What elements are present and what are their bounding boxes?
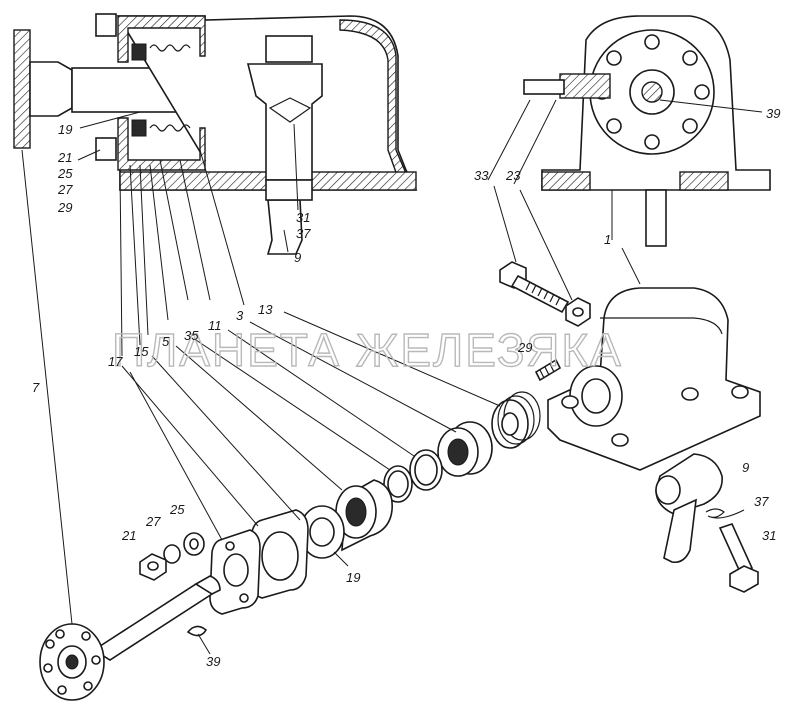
plate-17 [209, 529, 261, 615]
flange-hub [29, 61, 73, 117]
flange-hole-5 [644, 134, 660, 150]
callout-21-top: 21 [57, 150, 72, 165]
lever-neck [265, 179, 313, 201]
callout-31-top: 31 [296, 210, 310, 225]
callout-19-top: 19 [58, 122, 72, 137]
bolt-top [95, 13, 117, 37]
nut-21-bore [147, 561, 159, 571]
callout-9-parts: 9 [742, 460, 749, 475]
callout-35: 35 [184, 328, 199, 343]
spring-bottom [149, 124, 191, 132]
callout-15: 15 [134, 344, 149, 359]
cover-hole-1 [561, 395, 579, 409]
flange-hole-4 [682, 118, 698, 134]
spring-top [149, 44, 191, 52]
end-view-key [641, 81, 663, 103]
housing-wall-bottom [117, 117, 206, 171]
exploded-parts [39, 261, 761, 701]
callout-labels: 19 21 25 27 29 31 37 9 39 33 23 1 13 3 1… [32, 106, 780, 669]
gasket-15 [249, 509, 309, 599]
callout-21-parts: 21 [121, 528, 136, 543]
end-view-base-left [541, 171, 591, 191]
callout-19-parts: 19 [346, 570, 360, 585]
bolt-bottom [95, 137, 117, 161]
washer-25-bore [189, 538, 199, 550]
callout-37-top: 37 [296, 226, 311, 241]
callout-25-top: 25 [57, 166, 73, 181]
callout-29-parts: 29 [517, 340, 532, 355]
ring-11 [409, 449, 443, 491]
yoke-key [268, 97, 312, 123]
callout-3: 3 [236, 308, 244, 323]
callout-11: 11 [208, 318, 222, 333]
seal-bottom [131, 119, 147, 137]
callout-29-top: 29 [57, 200, 72, 215]
sectional-view [13, 13, 418, 255]
spring-13 [491, 391, 541, 449]
housing-wall-top [117, 15, 206, 63]
end-view-bolt [523, 79, 565, 95]
callout-9-top: 9 [294, 250, 301, 265]
cover-hole-4 [611, 433, 629, 447]
callout-27-parts: 27 [145, 514, 161, 529]
cotter-37 [705, 508, 745, 519]
housing-cover-port-bore [581, 378, 611, 414]
seal-3 [437, 421, 493, 477]
leader-lines [21, 99, 763, 655]
cover-hole-2 [681, 387, 699, 401]
callout-39-parts: 39 [206, 654, 220, 669]
washer-35 [383, 465, 413, 503]
flange-hole-8 [606, 50, 622, 66]
callout-7: 7 [32, 380, 40, 395]
watermark-text: ПЛАНЕТА ЖЕЛЕЗЯКА [112, 324, 623, 376]
flange-hole-3 [694, 84, 710, 100]
end-view [523, 15, 771, 247]
callout-25-parts: 25 [169, 502, 185, 517]
end-view-base-right [679, 171, 729, 191]
bushing-5 [335, 479, 393, 552]
callout-27-top: 27 [57, 182, 73, 197]
flange-section [13, 29, 31, 149]
nut-23-bore [572, 307, 584, 317]
lockwasher-27 [163, 544, 181, 564]
callout-37-parts: 37 [754, 494, 769, 509]
callout-13: 13 [258, 302, 273, 317]
flange-hole-2 [682, 50, 698, 66]
bolt-31 [718, 523, 759, 593]
callout-33: 33 [474, 168, 489, 183]
flange-hole-6 [606, 118, 622, 134]
callout-1: 1 [604, 232, 611, 247]
callout-5: 5 [162, 334, 170, 349]
bolt-33 [499, 261, 570, 314]
callout-17: 17 [108, 354, 123, 369]
seal-top [131, 43, 147, 61]
callout-39-top: 39 [766, 106, 780, 121]
shaft-7 [39, 575, 221, 701]
yoke-head [265, 35, 313, 63]
callout-23: 23 [505, 168, 521, 183]
cover-hole-3 [731, 385, 749, 399]
housing-cover-edge [600, 317, 723, 335]
set-screw-29 [534, 358, 562, 382]
end-view-clamp [559, 73, 611, 99]
flange-hole-1 [644, 34, 660, 50]
lever-9 [655, 453, 723, 564]
end-view-shaft [645, 189, 667, 247]
key-39 [186, 625, 208, 637]
callout-31-parts: 31 [762, 528, 776, 543]
